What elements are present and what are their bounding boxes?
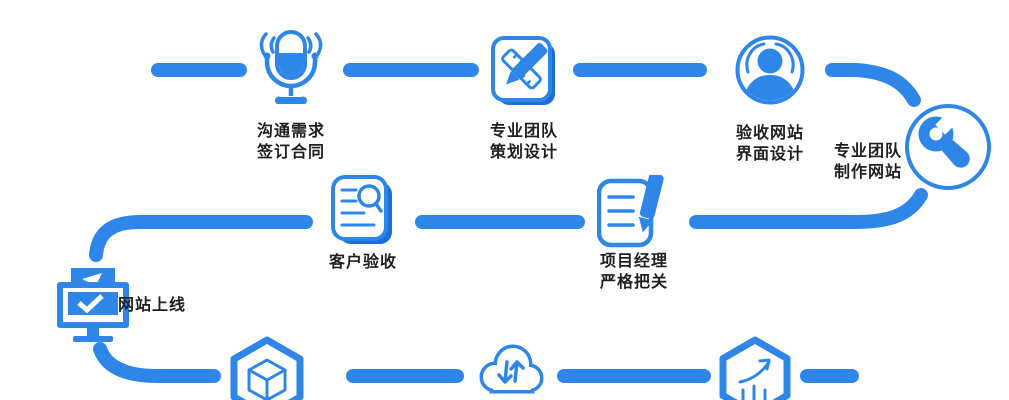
person-circle-icon bbox=[734, 33, 806, 107]
wrench-circle-icon bbox=[902, 101, 994, 193]
step-label-line: 界面设计 bbox=[735, 146, 804, 163]
step-label-communicate: 沟通需求 签订合同 bbox=[211, 121, 371, 163]
step-label-ui-design: 验收网站 界面设计 bbox=[690, 123, 850, 165]
step-label-line: 制作网站 bbox=[833, 164, 902, 181]
step-label-site-online: 网站上线 bbox=[92, 295, 212, 316]
pencil-ruler-icon bbox=[491, 36, 557, 106]
step-label-line: 签订合同 bbox=[256, 144, 325, 161]
cube-hexagon-icon bbox=[227, 336, 307, 400]
step-label-line: 项目经理 bbox=[599, 253, 668, 270]
step-label-line: 专业团队 bbox=[833, 143, 902, 160]
step-label-line: 网站上线 bbox=[117, 297, 186, 314]
monitor-launch-icon bbox=[55, 266, 131, 342]
step-label-line: 严格把关 bbox=[599, 274, 668, 291]
step-label-line: 验收网站 bbox=[735, 125, 804, 142]
step-label-pm-check: 项目经理 严格把关 bbox=[554, 251, 714, 293]
document-edit-icon bbox=[597, 175, 669, 249]
step-label-line: 客户验收 bbox=[328, 254, 397, 271]
cloud-sync-icon bbox=[469, 337, 553, 400]
step-label-line: 策划设计 bbox=[489, 144, 558, 161]
growth-chart-hexagon-icon bbox=[716, 336, 794, 400]
step-label-build-site: 专业团队 制作网站 bbox=[798, 141, 938, 183]
step-label-line: 沟通需求 bbox=[256, 123, 325, 140]
step-label-planning: 专业团队 策划设计 bbox=[444, 121, 604, 163]
microphone-icon bbox=[253, 28, 329, 110]
step-label-line: 专业团队 bbox=[489, 123, 558, 140]
step-label-client-accept: 客户验收 bbox=[283, 252, 443, 273]
document-search-icon bbox=[331, 175, 395, 247]
